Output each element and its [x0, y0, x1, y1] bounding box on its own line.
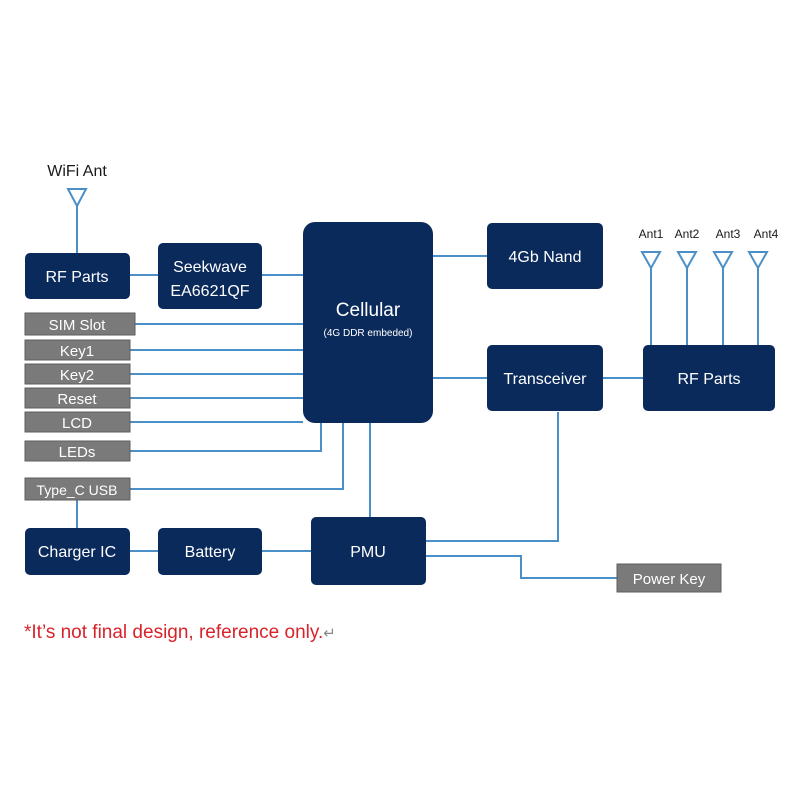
key2-label: Key2 [60, 367, 94, 384]
charger-ic-block: Charger IC [25, 528, 130, 575]
seekwave-label-line1: Seekwave [173, 259, 247, 276]
antennas [66, 188, 769, 271]
key2-block: Key2 [24, 363, 131, 385]
connection-lines [76, 206, 759, 579]
type-c-usb-block: Type_C USB [24, 477, 131, 501]
rf-parts-left-label: RF Parts [45, 269, 108, 286]
transceiver-block: Transceiver [487, 345, 603, 411]
ant4-antenna-icon [747, 251, 769, 271]
transceiver-label: Transceiver [504, 371, 588, 388]
wifi-ant-label: WiFi Ant [47, 163, 107, 180]
power-key-block: Power Key [616, 563, 722, 593]
ant3-label: Ant3 [716, 227, 741, 241]
seekwave-label-line2: EA6621QF [170, 283, 249, 300]
wire-leds-cellular [130, 422, 322, 452]
lcd-block: LCD [24, 411, 131, 433]
ant3-antenna-icon [712, 251, 734, 271]
reset-label: Reset [57, 391, 97, 408]
power-key-label: Power Key [633, 571, 706, 588]
return-mark: ↵ [323, 625, 336, 642]
cellular-label: Cellular [336, 300, 401, 321]
disclaimer-text: *It’s not final design, reference only. [24, 622, 323, 643]
reset-block: Reset [24, 387, 131, 409]
key1-block: Key1 [24, 339, 131, 361]
rf-parts-right-label: RF Parts [677, 371, 740, 388]
sim-slot-label: SIM Slot [49, 317, 107, 334]
ant4-label: Ant4 [754, 227, 779, 241]
ant1-antenna-icon [640, 251, 662, 271]
nand-label: 4Gb Nand [509, 249, 582, 266]
sim-slot-block: SIM Slot [24, 312, 136, 336]
leds-block: LEDs [24, 440, 131, 462]
ant1-label: Ant1 [639, 227, 664, 241]
disclaimer-note: *It’s not final design, reference only.↵ [24, 622, 336, 643]
charger-ic-label: Charger IC [38, 544, 116, 561]
seekwave-block: Seekwave EA6621QF [158, 243, 262, 309]
leds-label: LEDs [59, 444, 96, 461]
ant2-antenna-icon [676, 251, 698, 271]
battery-block: Battery [158, 528, 262, 575]
rf-parts-right-block: RF Parts [643, 345, 775, 411]
wire-usb-cellular [130, 422, 344, 490]
pmu-block: PMU [311, 517, 426, 585]
wire-pmu-transceiver [426, 412, 559, 542]
key1-label: Key1 [60, 343, 94, 360]
wifi-antenna-icon [66, 188, 88, 209]
cellular-block: Cellular (4G DDR embeded) [303, 222, 433, 423]
cellular-sublabel: (4G DDR embeded) [324, 328, 413, 339]
type-c-usb-label: Type_C USB [37, 482, 118, 498]
nand-block: 4Gb Nand [487, 223, 603, 289]
lcd-label: LCD [62, 415, 92, 432]
pmu-label: PMU [350, 544, 386, 561]
ant2-label: Ant2 [675, 227, 700, 241]
wire-pmu-powerkey [426, 555, 617, 579]
rf-parts-left-block: RF Parts [25, 253, 130, 299]
battery-label: Battery [185, 544, 236, 561]
